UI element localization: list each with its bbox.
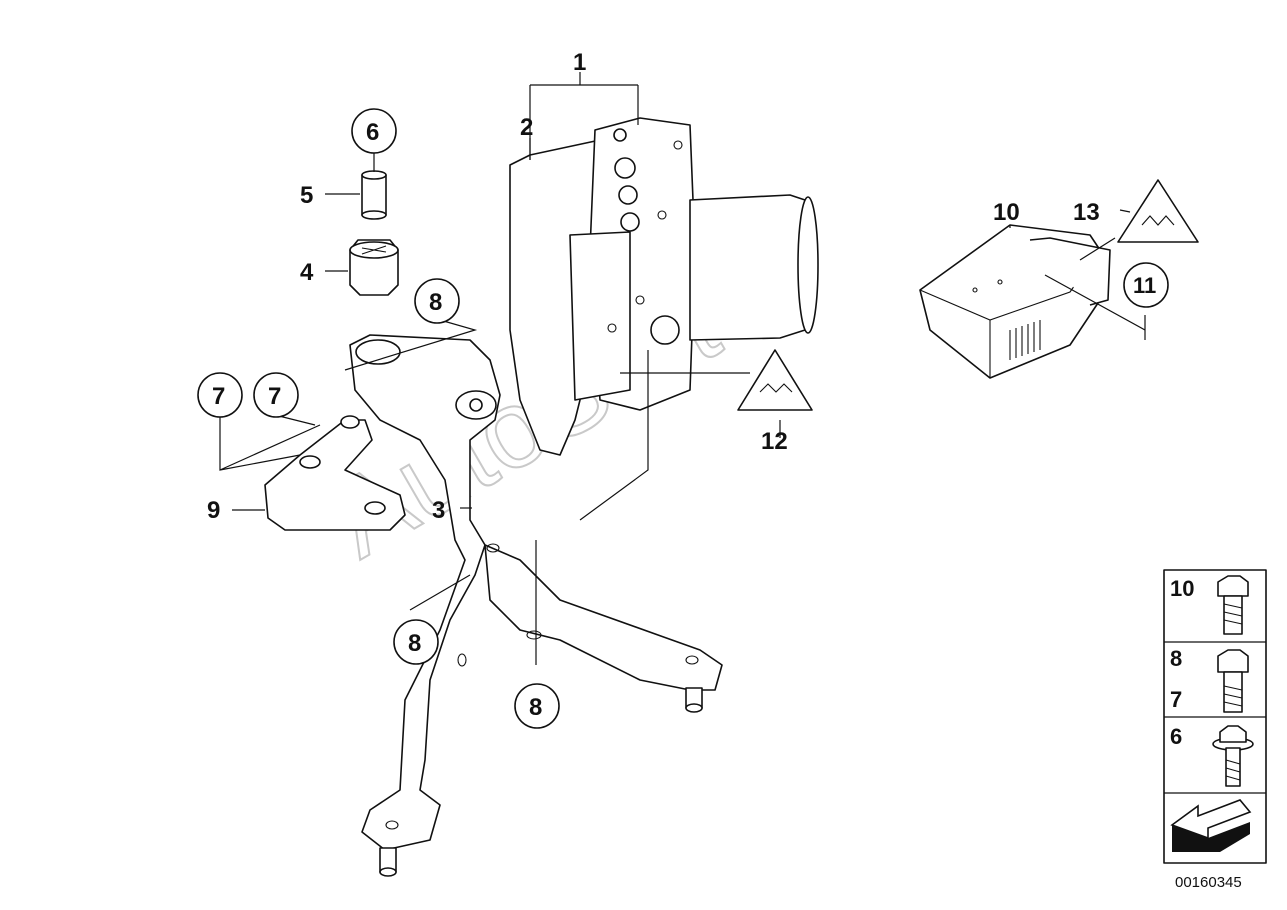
callout-circle-7a [197, 372, 243, 418]
callout-11: 11 [1133, 273, 1156, 298]
callout-3: 3 [432, 497, 445, 524]
sleeve [361, 170, 387, 220]
callout-circle-6 [351, 108, 397, 154]
callout-1: 1 [573, 49, 586, 76]
callout-10: 10 [993, 199, 1020, 226]
bracket [349, 334, 723, 877]
sensor-ribs [1009, 320, 1041, 360]
direction-arrow-icon [1170, 799, 1252, 852]
fastener-label-8: 8 [1170, 646, 1182, 671]
callout-5: 5 [300, 182, 313, 209]
callout-circle-8c [514, 683, 560, 729]
small-bracket [264, 415, 406, 531]
yaw-sensor [919, 224, 1111, 379]
hydraulic-unit [509, 117, 819, 456]
fastener-label-6: 6 [1170, 724, 1182, 749]
callout-8a: 8 [429, 289, 442, 316]
bolt-icon-10 [1217, 575, 1249, 635]
leader-lines [219, 72, 1146, 665]
callout-7b: 7 [268, 383, 281, 410]
diagram-code: 00160345 [1175, 874, 1242, 891]
callout-8b: 8 [408, 630, 421, 657]
warning-triangle-13 [1117, 179, 1199, 243]
callout-9: 9 [207, 497, 220, 524]
fastener-table: 10 8 7 6 [1163, 569, 1267, 864]
bolt-icon-8-7 [1217, 649, 1249, 713]
rubber-mount [349, 239, 399, 296]
callout-circle-8a [414, 278, 460, 324]
callout-2: 2 [520, 114, 533, 141]
callout-7a: 7 [212, 383, 225, 410]
callout-circle-11 [1123, 262, 1169, 308]
callout-4: 4 [300, 259, 314, 286]
callout-13: 13 [1073, 199, 1100, 226]
callout-circle-7b [253, 372, 299, 418]
callout-6: 6 [366, 119, 379, 146]
fastener-label-10: 10 [1170, 576, 1194, 601]
callout-circle-8b [393, 619, 439, 665]
fastener-label-7: 7 [1170, 687, 1182, 712]
bolt-icon-6 [1212, 725, 1254, 787]
callouts: 1 2 3 4 5 6 7 7 8 8 8 9 10 11 12 13 [197, 49, 1169, 729]
callout-8c: 8 [529, 694, 542, 721]
callout-12: 12 [761, 428, 788, 455]
warning-triangle-12 [737, 349, 813, 411]
